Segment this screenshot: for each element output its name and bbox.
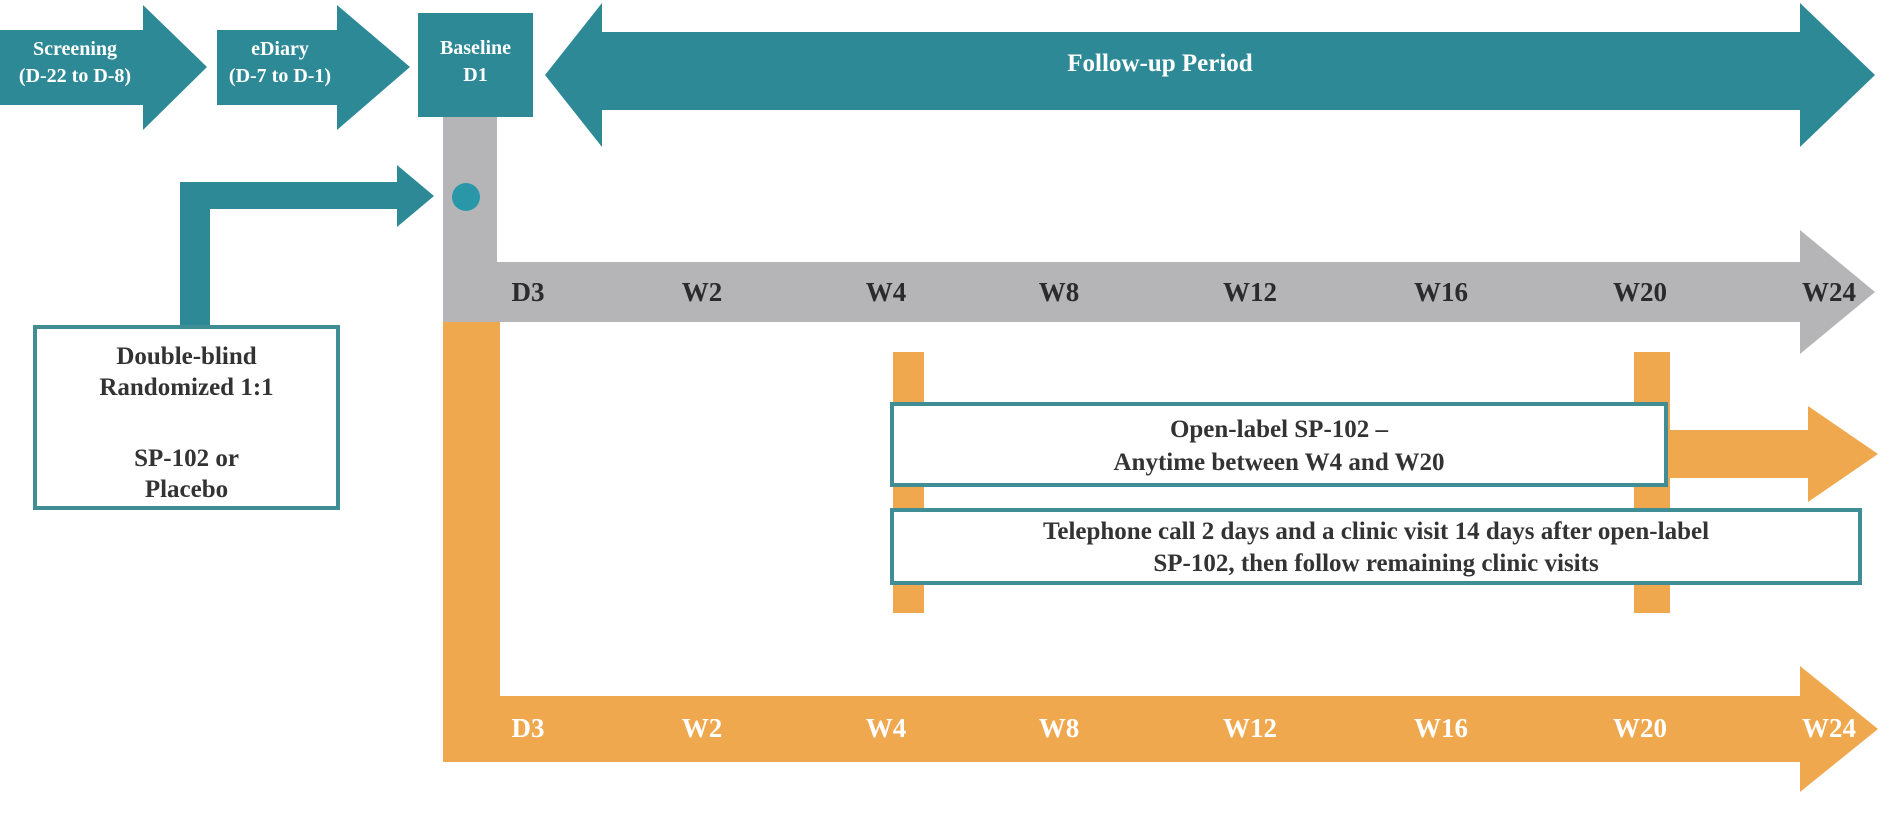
randomization-elbow-horizontal	[180, 182, 397, 209]
baseline-label-line2: D1	[463, 64, 488, 86]
screening-label: Screening (D-22 to D-8)	[0, 36, 154, 90]
ediary-arrow-body	[217, 30, 337, 105]
open-label-line1: Open-label SP-102 –	[1169, 416, 1389, 443]
ediary-arrowhead-icon	[337, 5, 410, 130]
gray-tick-label: W24	[1802, 277, 1856, 307]
orange-tick-label: W16	[1414, 713, 1468, 743]
screening-label-line2: (D-22 to D-8)	[18, 65, 132, 87]
orange-tick-label: D3	[511, 713, 545, 743]
orange-tick-label: W2	[681, 713, 723, 743]
ediary-label-line1: eDiary	[251, 38, 309, 60]
randomization-line1: Double-blind	[116, 343, 257, 370]
gray-tick-label: W12	[1223, 277, 1277, 307]
randomization-dot-icon	[452, 183, 480, 211]
orange-timeline-arrowhead-icon	[1800, 666, 1878, 792]
randomization-arrowhead-icon	[397, 165, 434, 227]
ediary-label-line2: (D-7 to D-1)	[228, 65, 332, 87]
ediary-label: eDiary (D-7 to D-1)	[205, 36, 355, 90]
baseline-box: Baseline D1	[418, 13, 533, 117]
randomization-line4: Placebo	[144, 476, 229, 503]
gray-tick-label: D3	[511, 277, 545, 307]
gray-timeline-bar	[443, 262, 1800, 322]
gray-tick-label: W16	[1414, 277, 1468, 307]
gray-tick-label: W8	[1038, 277, 1080, 307]
telephone-line2: SP-102, then follow remaining clinic vis…	[1153, 550, 1599, 577]
orange-tick-label: W12	[1223, 713, 1277, 743]
telephone-box: Telephone call 2 days and a clinic visit…	[890, 508, 1862, 585]
orange-tick-label: W24	[1802, 713, 1856, 743]
orange-tick-label: W20	[1613, 713, 1667, 743]
open-label-arrowhead-icon	[1808, 406, 1878, 502]
screening-arrowhead-icon	[143, 5, 207, 130]
open-label-line2: Anytime between W4 and W20	[1113, 449, 1445, 476]
screening-arrow-body	[0, 30, 143, 105]
gray-tick-label: W2	[681, 277, 723, 307]
screening-label-line1: Screening	[32, 38, 118, 60]
followup-arrow-body	[600, 32, 1800, 110]
baseline-label-line1: Baseline	[439, 37, 512, 59]
randomization-line2: Randomized 1:1	[99, 374, 274, 401]
orange-tick-label: W8	[1038, 713, 1080, 743]
gray-tick-label: W4	[865, 277, 907, 307]
followup-right-arrowhead-icon	[1800, 3, 1875, 147]
randomization-line3: SP-102 or	[134, 445, 239, 472]
gray-tick-label: W20	[1613, 277, 1667, 307]
orange-vertical-connector	[443, 322, 500, 762]
orange-tick-label: W4	[865, 713, 907, 743]
open-label-arrow-body	[1666, 430, 1808, 478]
gray-timeline-arrowhead-icon	[1800, 230, 1875, 354]
followup-label: Follow-up Period	[1067, 50, 1253, 77]
orange-timeline-bar	[443, 696, 1800, 762]
open-label-box: Open-label SP-102 – Anytime between W4 a…	[890, 402, 1668, 487]
followup-left-arrowhead-icon	[545, 3, 602, 147]
randomization-box: Double-blind Randomized 1:1 SP-102 or Pl…	[33, 325, 340, 510]
telephone-line1: Telephone call 2 days and a clinic visit…	[1042, 518, 1710, 545]
